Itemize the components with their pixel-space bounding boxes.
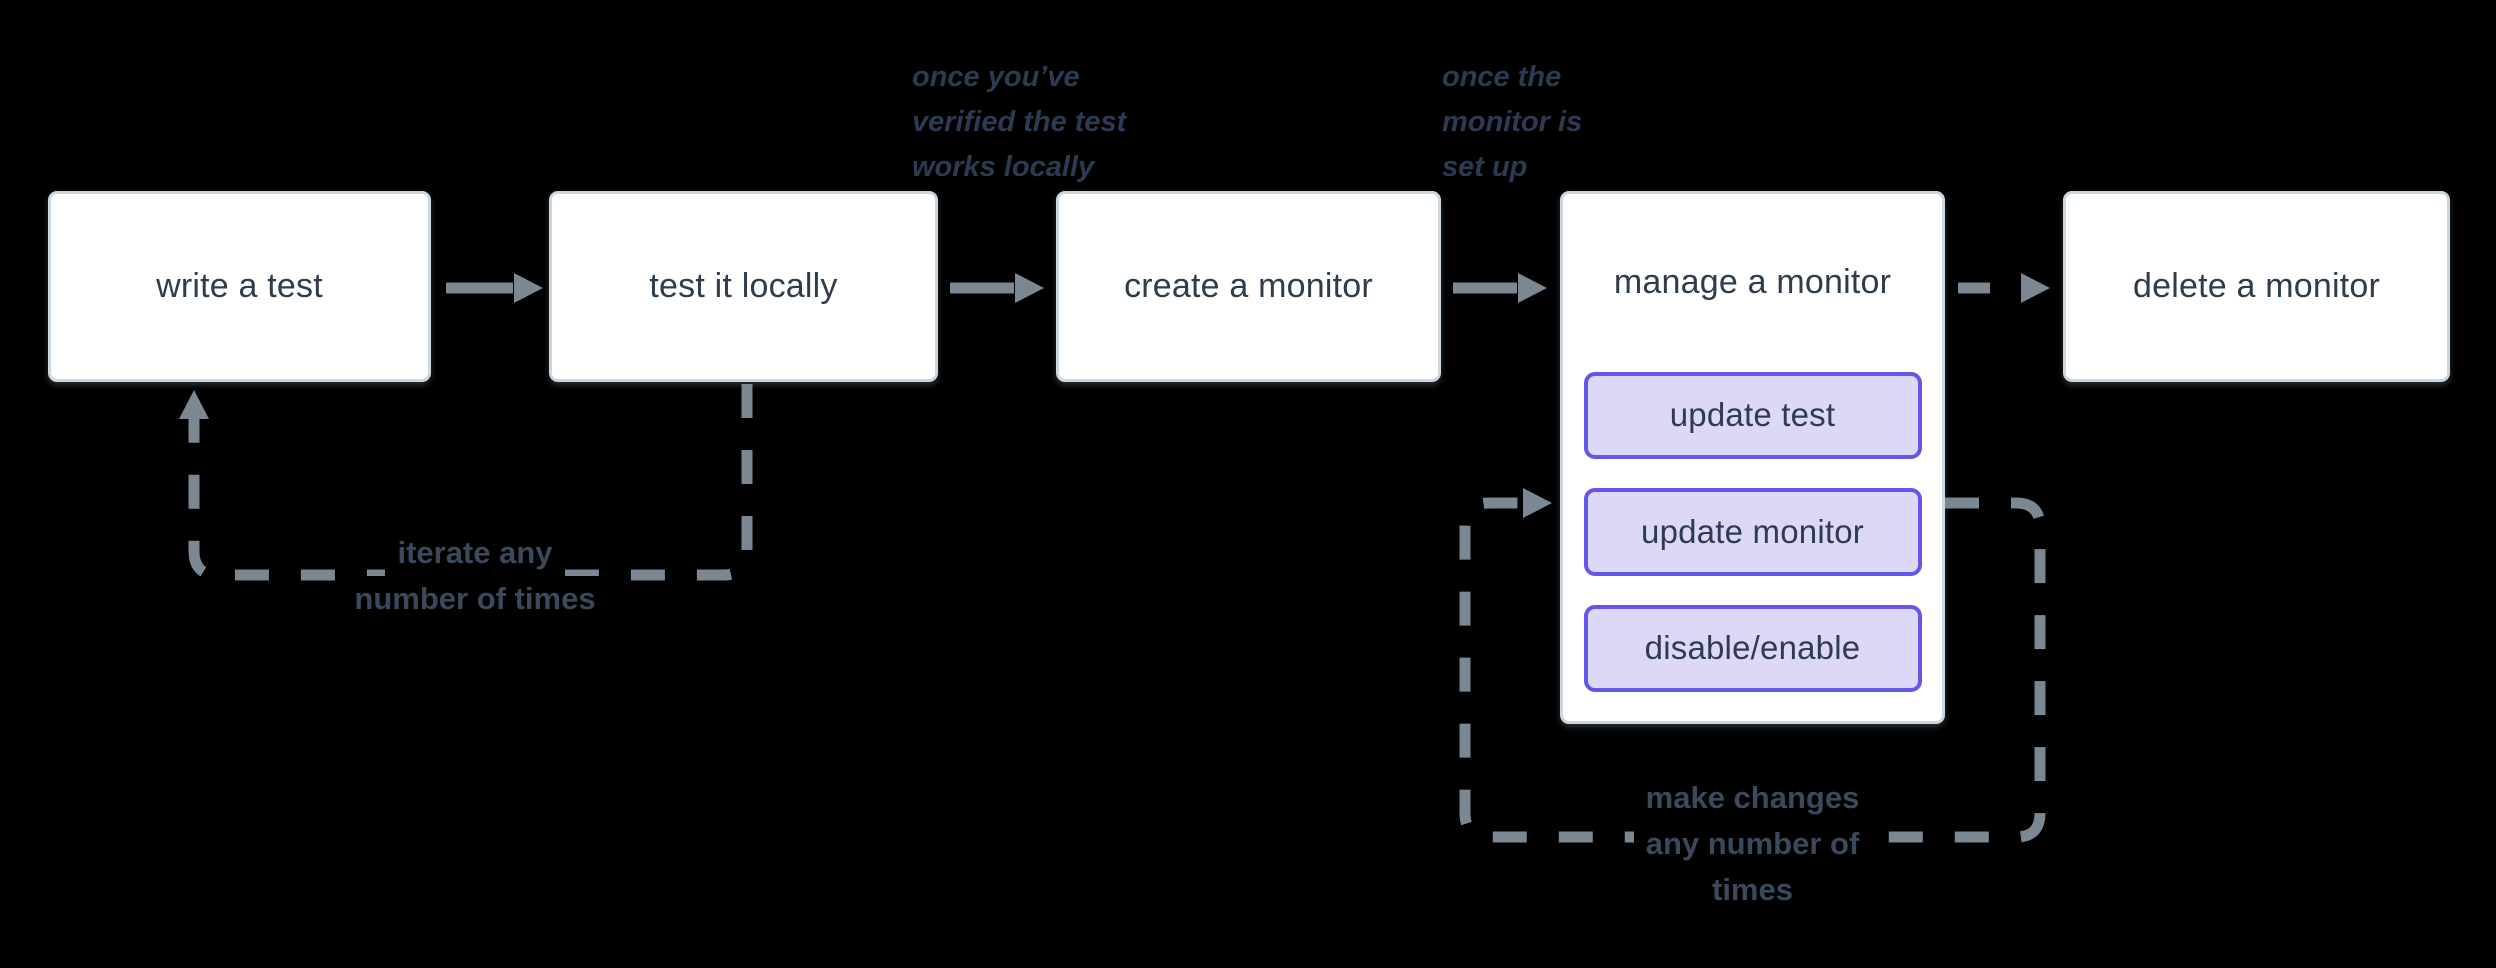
loop-label-line: iterate any (385, 530, 565, 576)
node-label: create a monitor (1124, 267, 1373, 305)
sub-node-label: update monitor (1641, 512, 1864, 550)
loop-label-line: number of times (342, 576, 608, 622)
loop-label-iterate: iterate any number of times (310, 530, 640, 622)
node-create-a-monitor: create a monitor (1056, 191, 1441, 382)
node-label: delete a monitor (2132, 267, 2380, 305)
sub-node-update-test: update test (1583, 371, 1922, 460)
annotation-line: set up (1442, 151, 1528, 183)
node-manage-a-monitor: manage a monitor update test update moni… (1560, 191, 1945, 724)
annotation-line: monitor is (1442, 106, 1583, 138)
loop-label-line: make changes (1633, 775, 1872, 821)
node-label: manage a monitor (1613, 263, 1892, 302)
node-test-it-locally: test it locally (549, 191, 938, 382)
annotation-line: verified the test (912, 106, 1127, 138)
sub-node-label: update test (1669, 396, 1836, 434)
arrow-create-to-manage (1453, 273, 1547, 303)
loop-make-changes-connector (1459, 488, 2046, 843)
arrow-test-to-create (950, 273, 1044, 303)
sub-node-disable-enable: disable/enable (1583, 604, 1922, 693)
annotation-once-monitor-setup: once the monitor is set up (1442, 55, 1582, 190)
node-delete-a-monitor: delete a monitor (2063, 191, 2450, 382)
loop-label-line: times (1700, 867, 1805, 913)
node-write-a-test: write a test (48, 191, 431, 382)
loop-iterate-connector (179, 384, 753, 581)
annotation-once-verified: once you’ve verified the test works loca… (912, 55, 1126, 190)
annotation-line: once you’ve (912, 61, 1080, 93)
arrow-write-to-test (446, 273, 543, 303)
loop-label-make-changes: make changes any number of times (1570, 775, 1935, 913)
annotation-line: once the (1442, 61, 1562, 93)
loop-label-line: any number of (1633, 821, 1872, 867)
sub-node-label: disable/enable (1644, 629, 1861, 667)
sub-node-update-monitor: update monitor (1583, 488, 1922, 576)
arrow-manage-to-delete (1958, 273, 2050, 303)
node-label: test it locally (649, 267, 838, 305)
annotation-line: works locally (912, 151, 1095, 183)
node-label: write a test (156, 267, 323, 305)
